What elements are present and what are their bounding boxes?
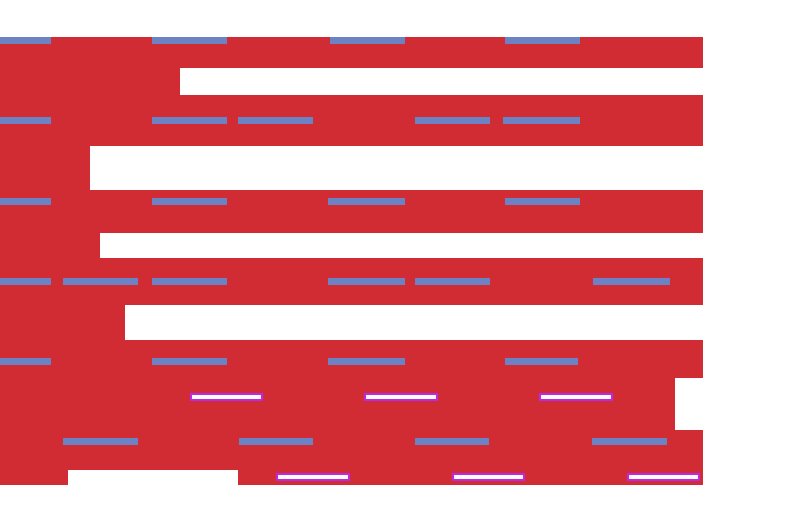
link-strip[interactable] [0, 278, 51, 285]
link-strip[interactable] [592, 438, 667, 445]
visited-link-strip[interactable] [190, 393, 263, 401]
link-strip[interactable] [0, 198, 51, 205]
link-strip[interactable] [152, 358, 227, 365]
visited-link-strip[interactable] [539, 393, 613, 401]
link-strip[interactable] [152, 198, 227, 205]
link-strip[interactable] [503, 117, 580, 124]
link-strip[interactable] [63, 278, 138, 285]
link-strip[interactable] [152, 117, 227, 124]
link-strip[interactable] [152, 37, 227, 44]
paragraph-break [180, 68, 703, 95]
link-strip[interactable] [63, 438, 138, 445]
text-block [0, 37, 703, 485]
link-strip[interactable] [239, 438, 313, 445]
link-strip[interactable] [0, 358, 51, 365]
link-strip[interactable] [415, 278, 490, 285]
link-strip[interactable] [328, 198, 405, 205]
link-strip[interactable] [0, 117, 51, 124]
link-strip[interactable] [330, 37, 405, 44]
visited-link-strip[interactable] [364, 393, 438, 401]
link-strip[interactable] [415, 117, 490, 124]
link-strip[interactable] [152, 278, 227, 285]
link-strip[interactable] [505, 198, 580, 205]
link-strip[interactable] [505, 358, 578, 365]
paragraph-break [675, 378, 703, 430]
link-strip[interactable] [238, 117, 313, 124]
visited-link-strip[interactable] [452, 473, 525, 481]
paragraph-break [125, 305, 703, 340]
paragraph-break [68, 470, 238, 485]
link-strip[interactable] [328, 278, 405, 285]
link-strip[interactable] [0, 37, 51, 44]
visited-link-strip[interactable] [276, 473, 350, 481]
paragraph-break [100, 233, 703, 258]
link-strip[interactable] [415, 438, 489, 445]
visited-link-strip[interactable] [627, 473, 700, 481]
paragraph-break [90, 146, 703, 190]
link-strip[interactable] [328, 358, 405, 365]
link-strip[interactable] [593, 278, 670, 285]
link-strip[interactable] [505, 37, 580, 44]
